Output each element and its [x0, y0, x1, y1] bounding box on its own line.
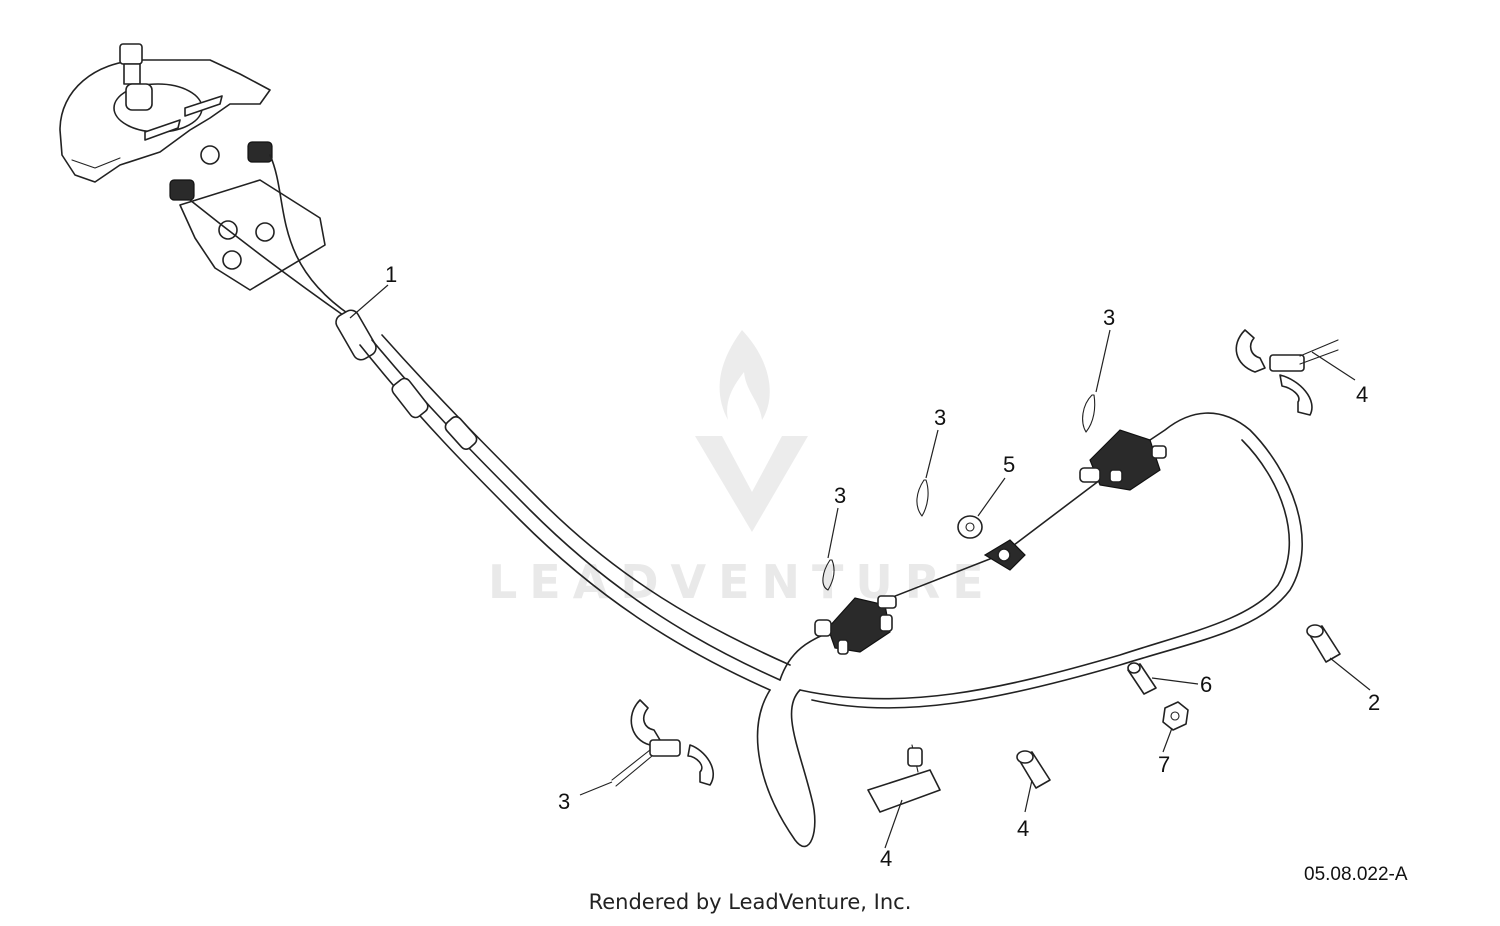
cable-assembly	[189, 154, 1303, 848]
nut	[1162, 701, 1189, 731]
pin	[1127, 662, 1157, 695]
callout-3-upper: 3	[1103, 305, 1115, 330]
callout-4-left: 3	[558, 789, 570, 814]
callout-5: 5	[1003, 452, 1015, 477]
cable-clip-bottom	[867, 744, 941, 813]
lower-bracket	[814, 595, 897, 655]
watermark-logo: LEADVENTURE	[488, 330, 996, 609]
callout-2-bottom: 4	[1017, 816, 1029, 841]
watermark-text: LEADVENTURE	[488, 555, 996, 609]
control-plate	[59, 43, 326, 291]
cable-clip-right	[1235, 329, 1339, 416]
callout-3-lower: 3	[834, 483, 846, 508]
cable-connector	[983, 539, 1026, 571]
hair-pin-clips	[822, 394, 1096, 591]
cable-clip-left	[611, 699, 714, 787]
callout-4-right: 4	[1356, 382, 1368, 407]
leader-lines	[349, 284, 1371, 849]
callouts: 1 3 3 3 5 4 3 4 4 6 7 2	[385, 262, 1380, 871]
diagram-code: 05.08.022-A	[1304, 864, 1408, 885]
clevis-pins	[1016, 624, 1341, 789]
callout-7: 7	[1158, 752, 1170, 777]
callout-4-bottom: 4	[880, 846, 892, 871]
callout-3-middle: 3	[934, 405, 946, 430]
washer	[957, 515, 983, 539]
callout-2-right: 2	[1368, 690, 1380, 715]
upper-bracket	[1079, 429, 1167, 491]
render-credit: Rendered by LeadVenture, Inc.	[588, 890, 912, 914]
callout-6: 6	[1200, 672, 1212, 697]
callout-1: 1	[385, 262, 397, 287]
